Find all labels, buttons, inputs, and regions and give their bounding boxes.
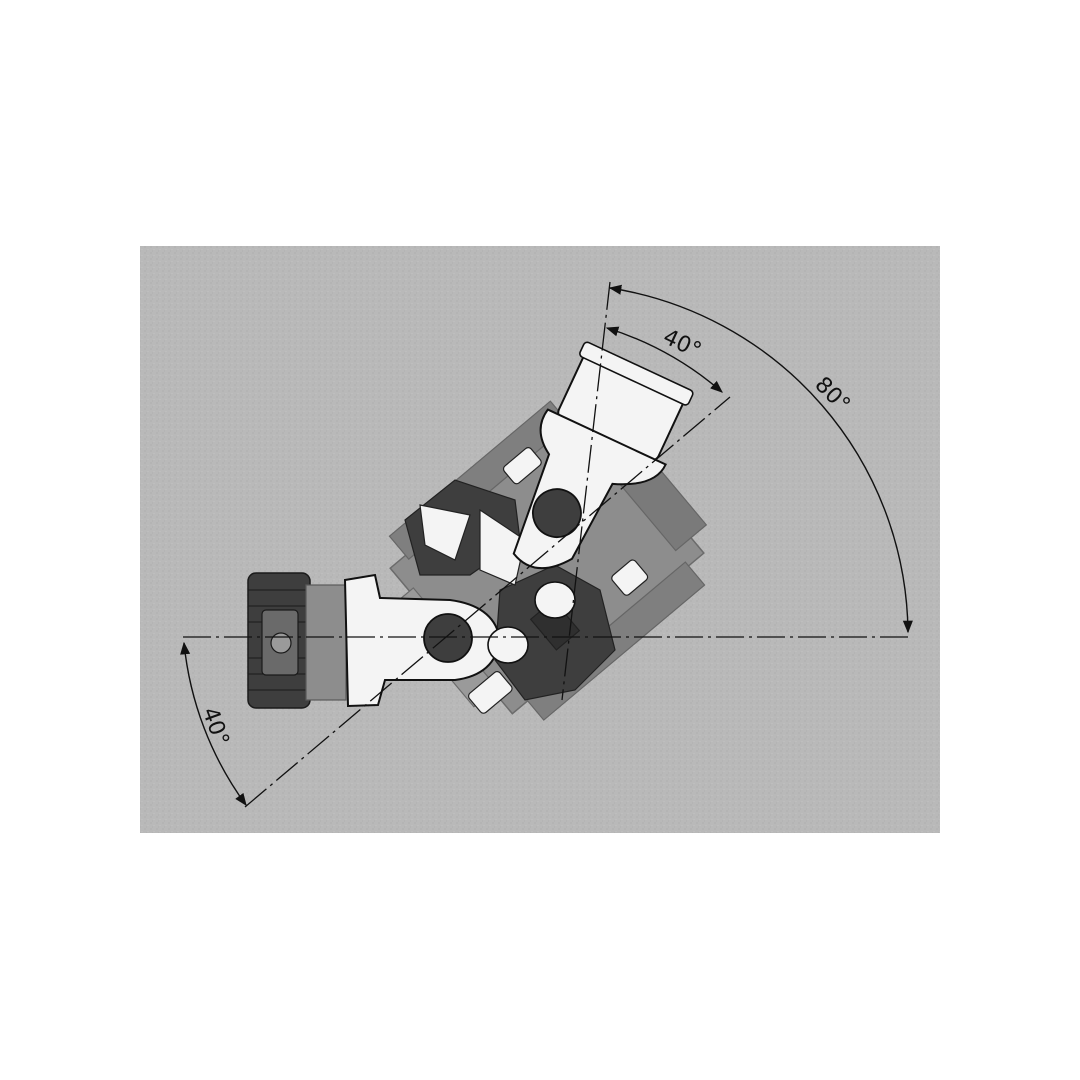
- arc-40-bottom: [180, 641, 247, 807]
- axis-lines: [183, 281, 913, 808]
- angle-dimension-arcs: [180, 284, 913, 807]
- center-cross: [534, 581, 576, 619]
- arc-80: [608, 284, 913, 634]
- arc-40-top: [605, 326, 723, 393]
- knurled-knob: [247, 572, 347, 709]
